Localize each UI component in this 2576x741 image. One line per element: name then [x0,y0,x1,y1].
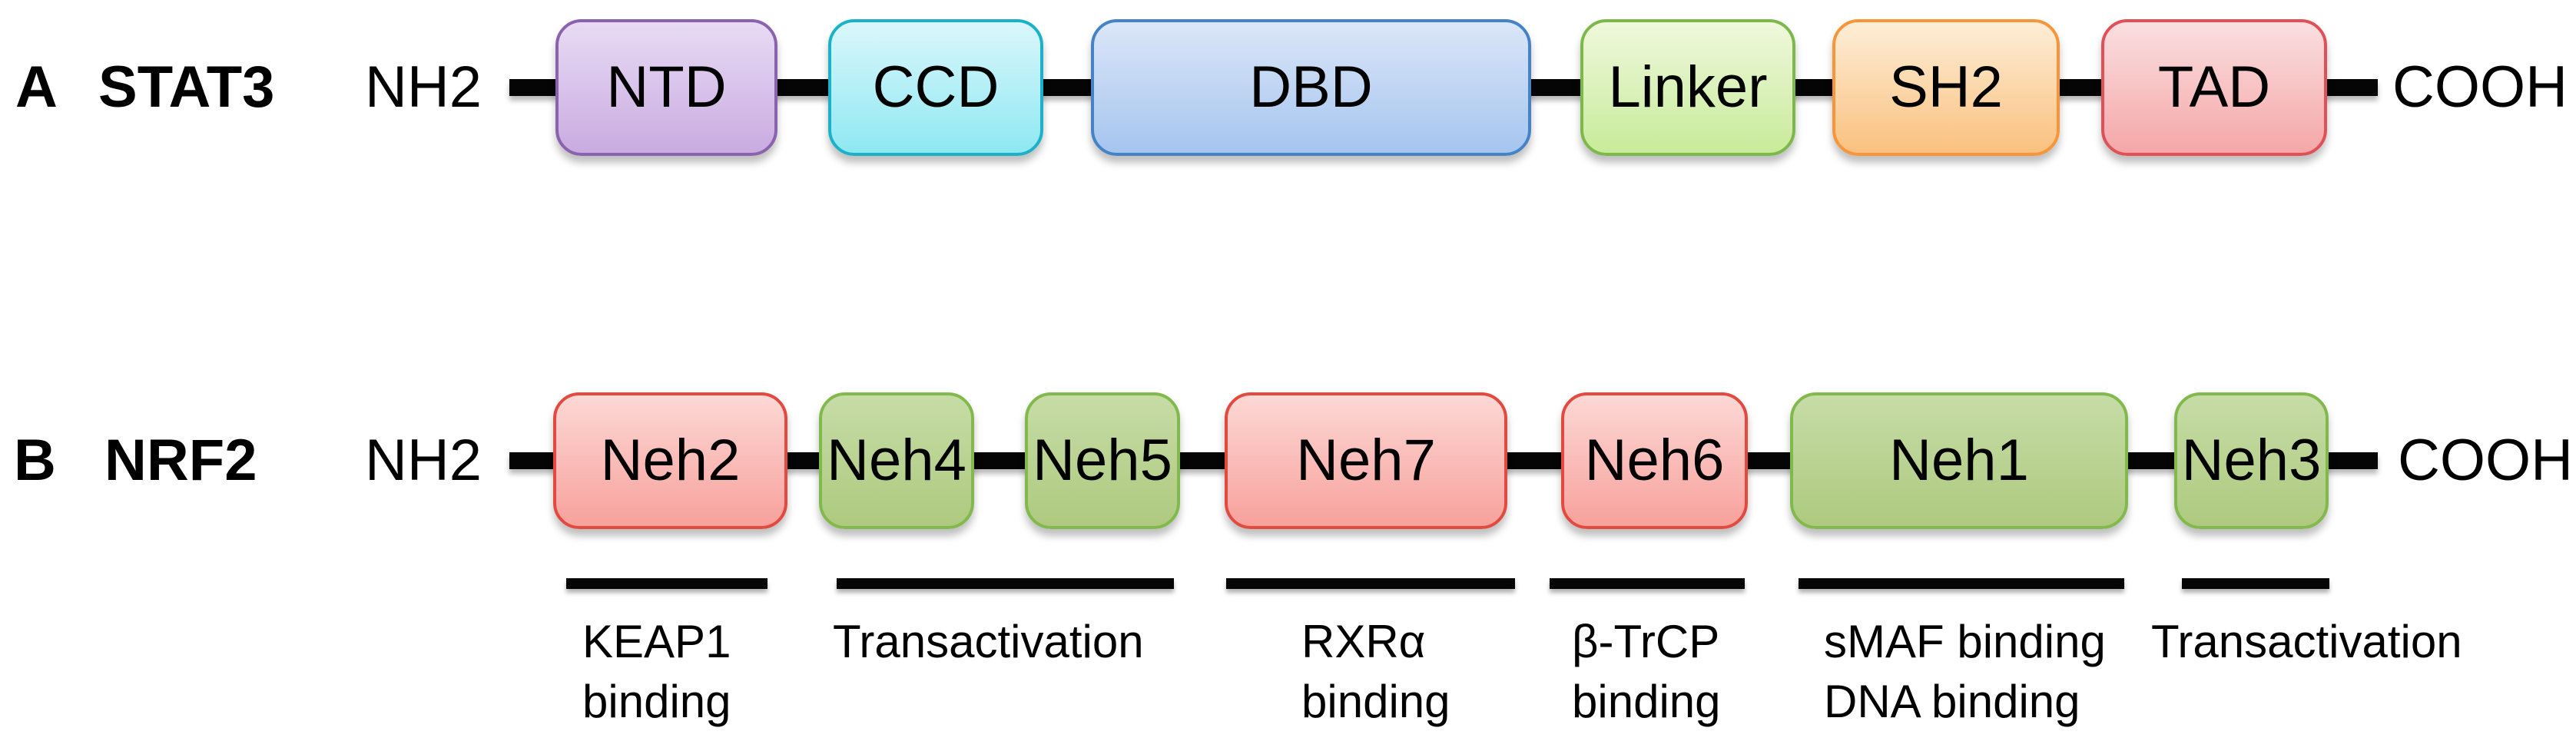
domain-box-ntd: NTD [555,19,777,156]
annotation-label-line: sMAF binding [1824,616,2106,667]
domain-label: Neh4 [827,428,966,493]
annotation-label-line: KEAP1 [582,616,731,667]
annotation-underline-bar [1799,578,2124,589]
annotation-label-line: binding [1572,676,1721,727]
domain-label: Neh5 [1033,428,1172,493]
protein-name-nrf2: NRF2 [104,428,257,493]
annotation-underline-bar [566,578,767,589]
annotation-label: Transactivation [2151,612,2462,672]
n-terminus-label: NH2 [365,55,482,120]
domain-box-linker: Linker [1580,19,1795,156]
domain-box-neh4: Neh4 [819,392,974,529]
annotation-label-line: DNA binding [1824,676,2080,727]
annotation-label-line: binding [1301,676,1450,727]
domain-label: NTD [606,55,727,120]
annotation-label: Transactivation [833,612,1144,672]
protein-name-stat3: STAT3 [98,55,275,120]
domain-label: Neh6 [1584,428,1725,493]
panel-label-a: A [15,55,58,120]
domain-box-neh5: Neh5 [1025,392,1180,529]
annotation-label-line: Transactivation [833,616,1144,667]
domain-box-sh2: SH2 [1832,19,2060,156]
domain-box-neh7: Neh7 [1225,392,1507,529]
domain-label: CCD [872,55,1000,120]
domain-box-tad: TAD [2101,19,2327,156]
c-terminus-label: COOH [2392,55,2568,120]
domain-label: Neh7 [1296,428,1436,493]
domain-label: Neh3 [2181,428,2322,493]
domain-label: TAD [2157,55,2271,120]
annotation-underline-bar [2182,578,2329,589]
domain-label: SH2 [1889,55,2003,120]
annotation-underline-bar [1226,578,1515,589]
domain-box-neh6: Neh6 [1561,392,1748,529]
annotation-underline-bar [1550,578,1745,589]
annotation-label: KEAP1 binding [582,612,731,732]
domain-label: Neh1 [1889,428,2029,493]
n-terminus-label: NH2 [365,428,482,493]
annotation-label-line: RXRα [1301,616,1426,667]
annotation-label-line: Transactivation [2151,616,2462,667]
c-terminus-label: COOH [2398,428,2573,493]
domain-box-neh2: Neh2 [553,392,787,529]
domain-label: Neh2 [600,428,741,493]
domain-box-neh3: Neh3 [2174,392,2329,529]
annotation-label: RXRα binding [1301,612,1450,732]
annotation-label-line: β-TrCP [1572,616,1720,667]
domain-box-neh1: Neh1 [1790,392,2128,529]
domain-label: Linker [1608,55,1768,120]
domain-box-ccd: CCD [828,19,1043,156]
annotation-underline-bar [837,578,1174,589]
panel-label-b: B [14,428,56,493]
domain-box-dbd: DBD [1091,19,1531,156]
annotation-label: β-TrCP binding [1572,612,1721,732]
domain-label: DBD [1249,55,1373,120]
annotation-label-line: binding [582,676,731,727]
